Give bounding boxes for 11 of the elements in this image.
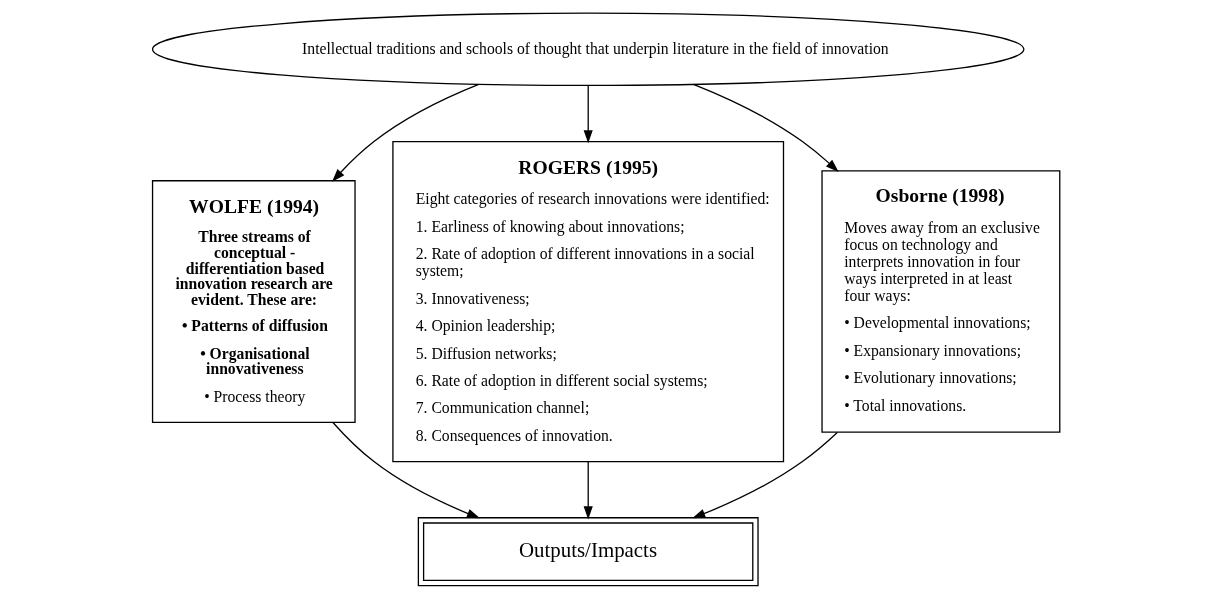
arrow — [332, 83, 480, 182]
node-box: WOLFE (1994) Three streams of conceptual - differentiation based innovation research are evident. These are: • Patterns of diffusion • Organisational innovativeness • Process theory — [151, 180, 356, 424]
arrow — [692, 83, 839, 173]
node-box: Osborne (1998) Moves away from an exclusive focus on technology and interprets innovation in four ways interpreted in at least four ways: • Developmental innovations; • Expansionary innovations; • Evolutionary innovations; • Total innovations. — [821, 170, 1061, 433]
node-ellipse: Intellectual traditions and schools of thought that underpin literature in the field of innovation — [151, 12, 1025, 87]
arrow — [583, 85, 593, 144]
arrow — [692, 431, 838, 519]
arrow — [332, 421, 480, 519]
node-box: ROGERS (1995) Eight categories of research innovations were identified: 1. Earliness of knowing about innovations; 2. Rate of adoption of different innovations in a social system; 3. Innovativeness; 4. Opinion leadership; 5. Diffusion networks; 6. Rate of adoption in different social systems; 7. Communication channel; 8. Consequences of innovation. — [392, 140, 785, 463]
arrow — [583, 461, 593, 520]
node-box: Outputs/Impacts — [417, 517, 759, 587]
